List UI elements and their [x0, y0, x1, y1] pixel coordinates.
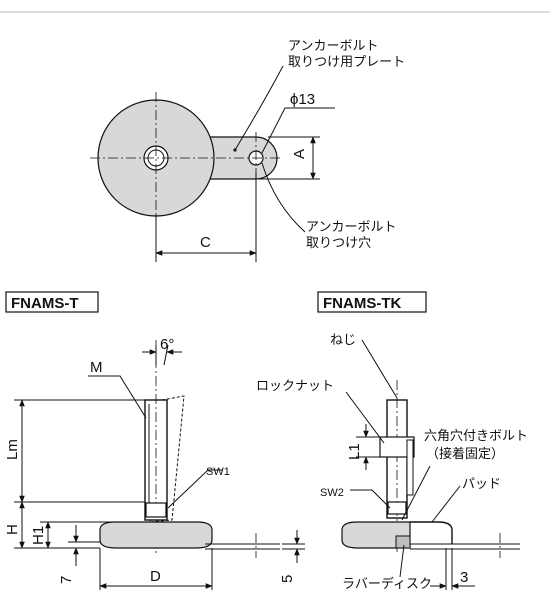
model-tk-tag-box — [317, 291, 427, 313]
pad-leader — [431, 485, 461, 523]
hex-bolt-label-2: （接着固定） — [426, 446, 504, 461]
sw1-label: SW1 — [206, 466, 230, 478]
tilted-rod-outline — [149, 395, 185, 523]
sw1-washer — [145, 502, 167, 518]
sw2-leader — [350, 489, 391, 509]
sw2-washer — [387, 501, 407, 515]
sw1-leader — [167, 469, 222, 509]
hole-label-2: 取りつけ穴 — [306, 235, 371, 250]
d3-label: 3 — [460, 569, 468, 586]
thread-label: M — [90, 359, 103, 376]
angle-label: 6° — [160, 336, 174, 353]
screw-label: ねじ — [330, 332, 356, 347]
plate-label-1: アンカーボルト — [288, 38, 378, 53]
plate-label-2: 取りつけ用プレート — [288, 54, 405, 69]
model-tk-name: FNAMS-TK — [323, 295, 401, 312]
plate-leader-dot — [233, 148, 237, 152]
lm-label: Lm — [4, 439, 21, 460]
dim-c-label: C — [200, 234, 211, 251]
hole-dia-label: ϕ13 — [290, 91, 315, 108]
hex-bolt-label-1: 六角穴付きボルト — [424, 428, 528, 443]
l1-label: L1 — [346, 443, 363, 460]
model-t-view: FNAMS-T 6° M Lm H H1 — [4, 291, 305, 590]
angle-tilt-line — [163, 344, 169, 366]
rubber-leader — [399, 544, 405, 578]
locknut — [379, 436, 415, 458]
pad-outline — [410, 521, 453, 544]
hex-bolt-body — [406, 439, 414, 496]
hex-bolt-leader — [401, 465, 431, 521]
d-label: D — [150, 568, 161, 585]
t-base — [99, 521, 213, 549]
m-leader — [88, 375, 147, 419]
model-tk-view: FNAMS-TK ねじ ロックナット L1 SW2 — [256, 291, 528, 591]
d5-label: 5 — [279, 575, 296, 583]
plate-leader — [234, 65, 284, 151]
rubber-label: ラバーディスク — [342, 576, 432, 591]
model-t-tag-box — [5, 291, 99, 313]
locknut-leader — [345, 391, 385, 444]
pad-label: パッド — [462, 476, 501, 491]
model-t-name: FNAMS-T — [11, 295, 79, 312]
hole-label-1: アンカーボルト — [306, 219, 396, 234]
locknut-label: ロックナット — [256, 378, 334, 393]
rubber-disc — [395, 535, 411, 549]
top-view: A C アンカーボルト 取りつけ用プレート ϕ13 アンカーボルト 取りつけ穴 — [90, 38, 405, 262]
dim-a-label: A — [291, 149, 308, 159]
d7-label: 7 — [58, 576, 75, 584]
screw-leader — [361, 339, 398, 399]
h1-label: H1 — [30, 526, 47, 545]
dia-leader — [261, 107, 335, 154]
hole-leader — [261, 162, 306, 233]
h-label: H — [4, 524, 21, 535]
sw2-label: SW2 — [320, 487, 344, 499]
